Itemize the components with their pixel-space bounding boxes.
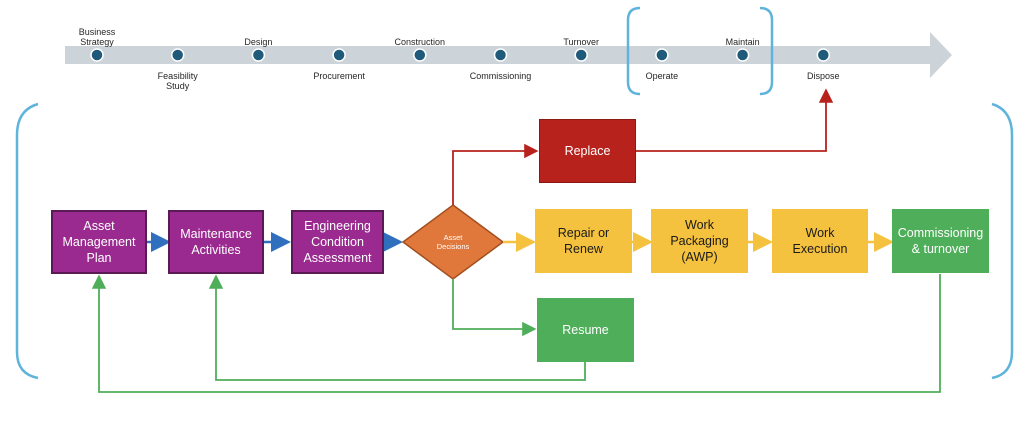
timeline-phase-label: Business Strategy: [78, 27, 116, 47]
timeline-phase-label: Turnover: [563, 37, 600, 47]
timeline-dot: [332, 48, 346, 62]
timeline-phase-label: Maintain: [725, 37, 760, 47]
timeline-phase-label: Feasibility Study: [157, 71, 198, 91]
timeline-dot: [170, 48, 185, 62]
operate-maintain-bracket: [626, 6, 774, 96]
timeline-dot: [816, 48, 831, 62]
resume-box: Resume: [537, 298, 634, 362]
timeline-dot: [493, 48, 508, 62]
process-bracket-right: [991, 102, 1014, 380]
timeline-dot: [655, 48, 669, 62]
arrow-decisions-to-replace: [452, 143, 539, 205]
timeline-arrow: [65, 32, 952, 78]
timeline-dot: [574, 48, 588, 62]
replace-box: Replace: [539, 119, 636, 183]
work-execution-box: Work Execution: [772, 209, 868, 273]
process-bracket-left: [15, 102, 39, 380]
timeline-dot: [735, 48, 750, 62]
commissioning-turnover-box: Commissioning & turnover: [892, 209, 989, 273]
timeline-phase-label: Construction: [394, 37, 446, 47]
timeline-dot: [251, 48, 266, 62]
asset-decisions-label: Asset Decisions: [436, 233, 470, 251]
arrow-replace-to-dispose: [636, 88, 834, 152]
timeline-phase-label: Dispose: [807, 71, 840, 81]
timeline-phase-label: Design: [244, 37, 273, 47]
work-packaging-box: Work Packaging (AWP): [651, 209, 748, 273]
repair-or-renew-box: Repair or Renew: [535, 209, 632, 273]
maintenance-activities-box: Maintenance Activities: [168, 210, 264, 274]
timeline-phase-label: Commissioning: [469, 71, 532, 81]
arrow-decisions-to-resume: [452, 279, 537, 337]
timeline-dots: [90, 48, 831, 62]
timeline-phase-label: Operate: [645, 71, 679, 81]
timeline-phase-label: Procurement: [313, 71, 365, 81]
engineering-condition-assessment-box: Engineering Condition Assessment: [291, 210, 384, 274]
asset-management-plan-box: Asset Management Plan: [51, 210, 147, 274]
timeline-dot: [413, 48, 427, 62]
arrow-commissioning-to-amp: [91, 274, 941, 393]
arrow-resume-to-maint: [208, 274, 586, 381]
timeline-dot: [90, 48, 104, 62]
